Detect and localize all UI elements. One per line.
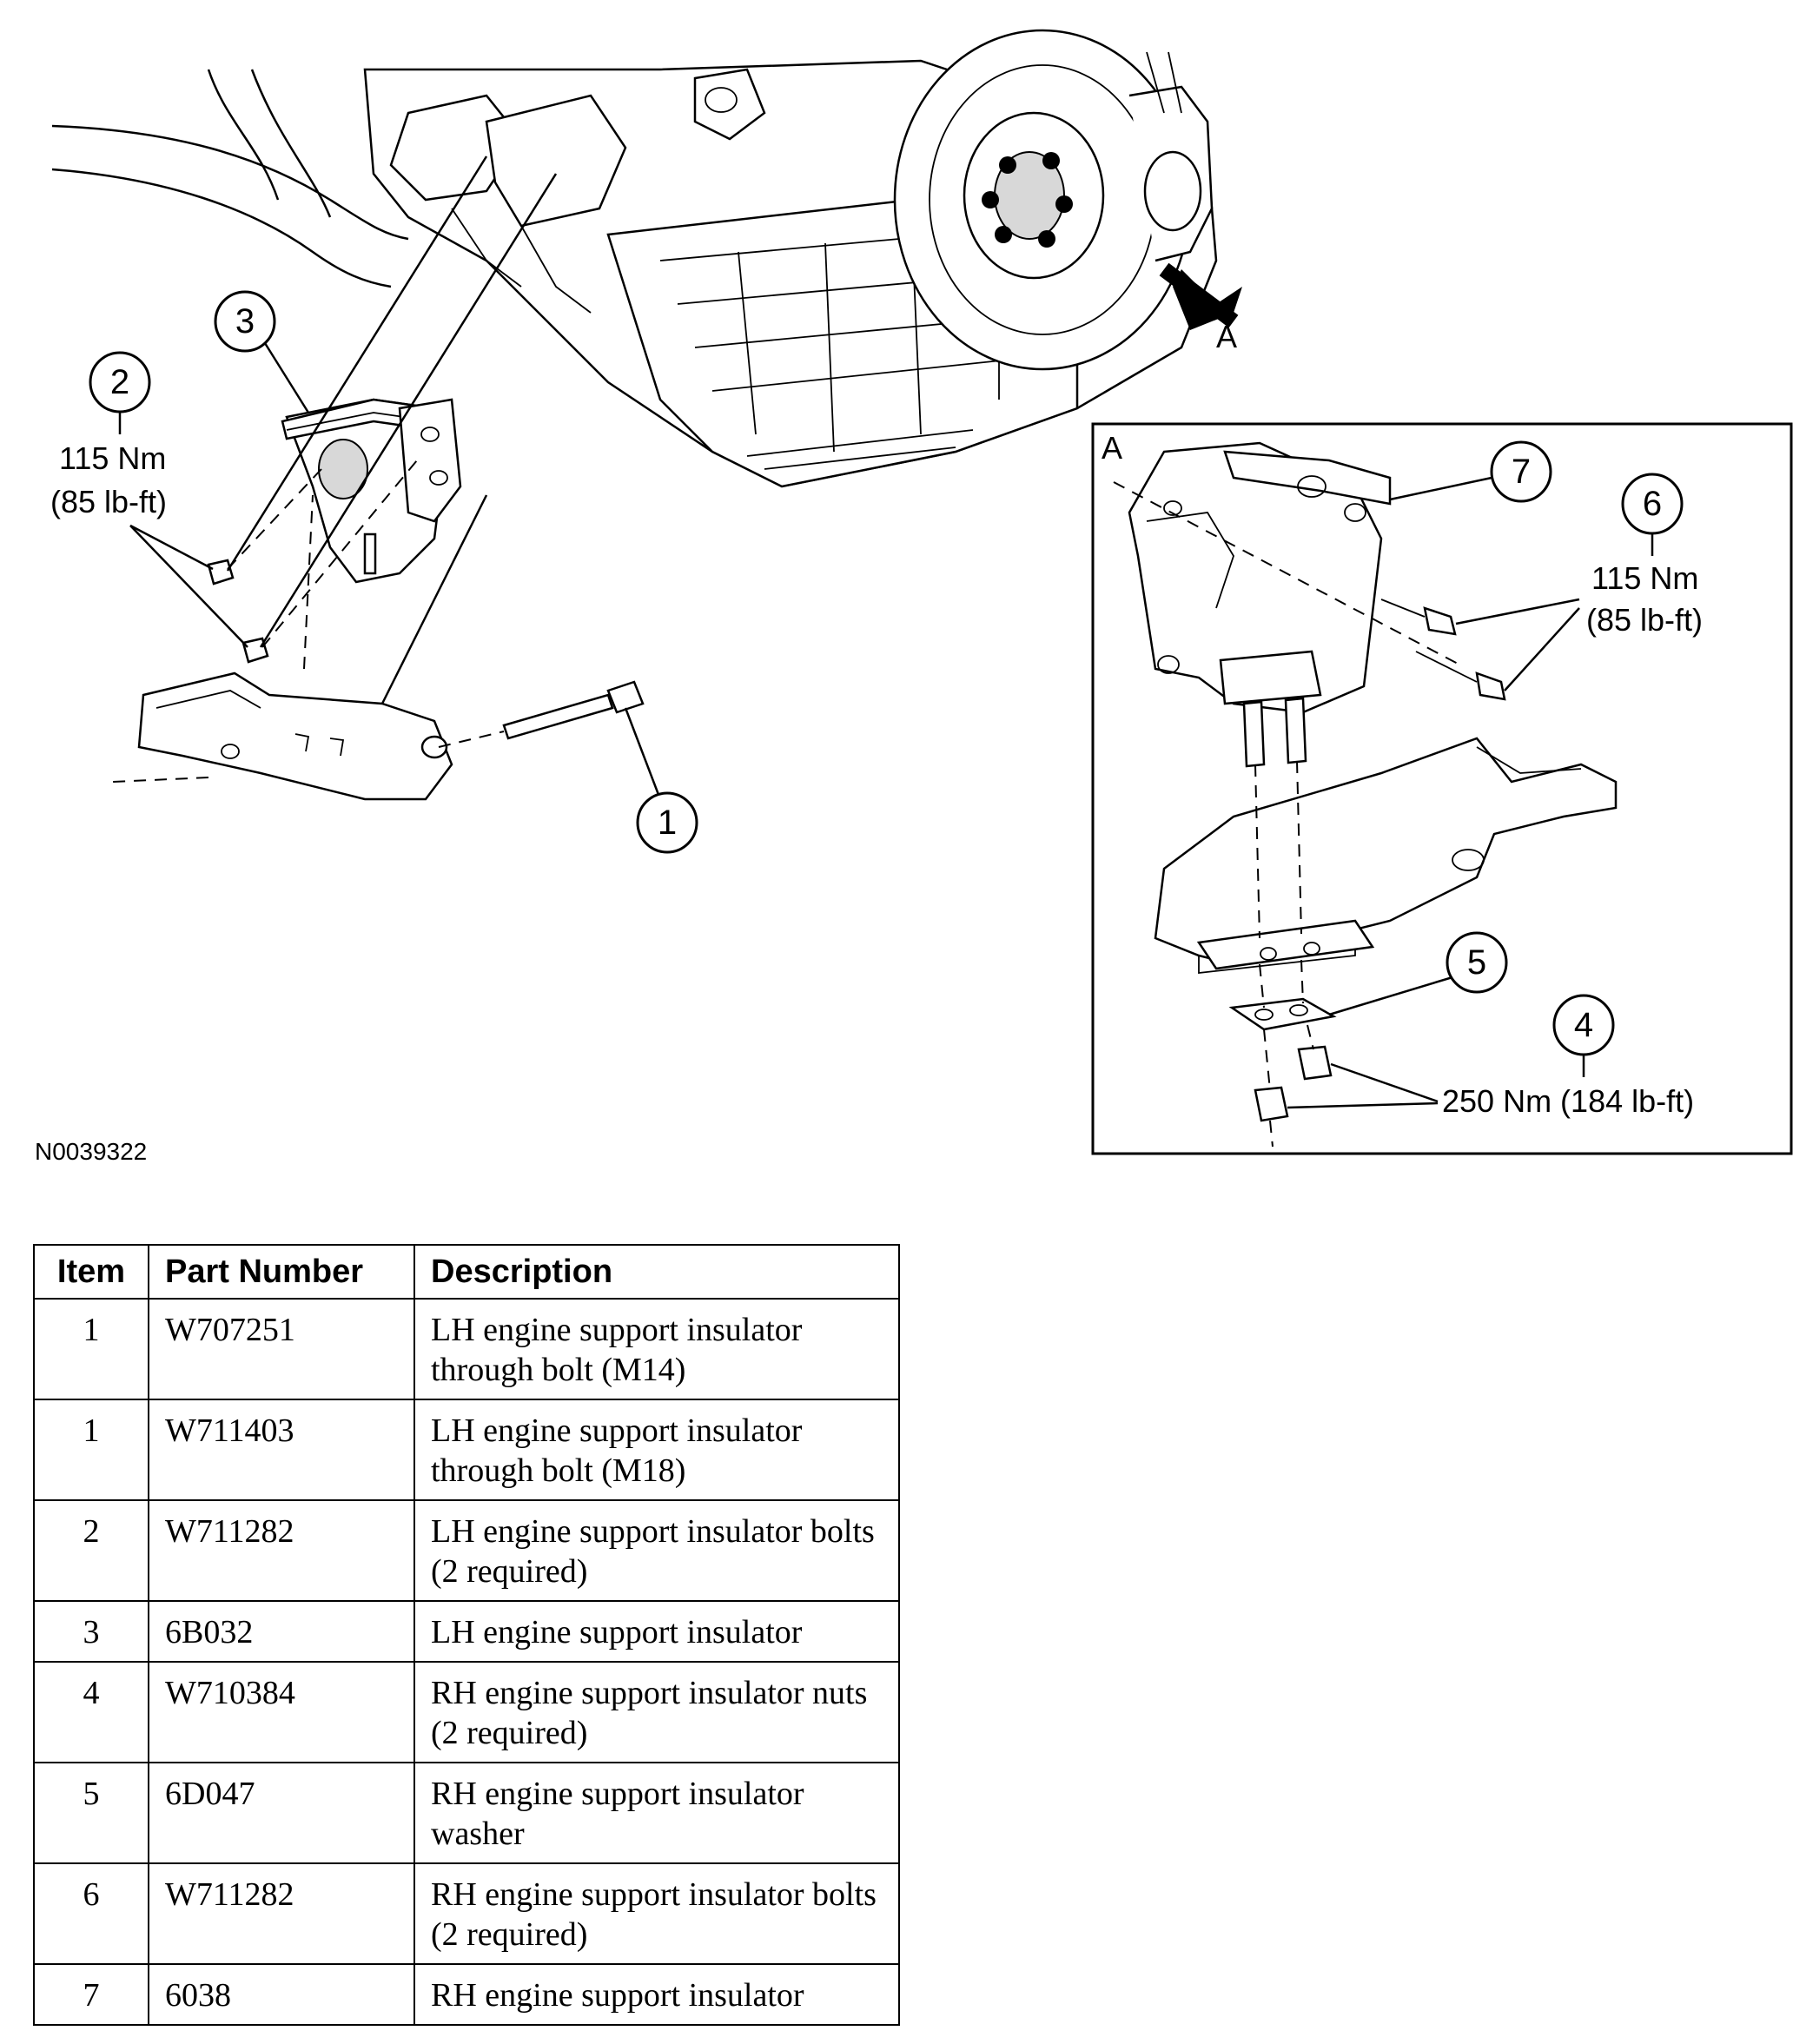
svg-text:3: 3 <box>235 302 255 341</box>
cell-item: 2 <box>33 1499 149 1602</box>
view-a-label: A <box>1216 319 1237 354</box>
cell-description: RH engine support insulator washer <box>414 1762 900 1864</box>
cell-description: LH engine support insulator through bolt… <box>414 1399 900 1501</box>
table-row: 1 W707251 LH engine support insulator th… <box>33 1298 900 1400</box>
torque-item-2-lbft: (85 lb-ft) <box>50 484 167 519</box>
table-row: 6 W711282 RH engine support insulator bo… <box>33 1862 900 1965</box>
cell-part-number: 6038 <box>148 1963 415 2026</box>
engine-assembly-drawing <box>51 29 1218 488</box>
table-row: 7 6038 RH engine support insulator <box>33 1963 900 2026</box>
detail-view-a: A <box>1091 422 1793 1155</box>
cell-item: 5 <box>33 1762 149 1864</box>
table-row: 1 W711403 LH engine support insulator th… <box>33 1399 900 1501</box>
table-header-row: Item Part Number Description <box>33 1244 900 1300</box>
cell-part-number: W711403 <box>148 1399 415 1501</box>
svg-text:7: 7 <box>1512 453 1531 491</box>
lh-insulator-bolts <box>207 155 558 664</box>
cell-item: 6 <box>33 1862 149 1965</box>
cell-description: LH engine support insulator bolts (2 req… <box>414 1499 900 1602</box>
cell-part-number: W710384 <box>148 1661 415 1763</box>
engine-mount-diagram: A 1 <box>50 29 1793 1155</box>
torque-item-6-lbft: (85 lb-ft) <box>1586 602 1703 638</box>
callout-2: 2 115 Nm (85 lb-ft) <box>50 351 248 648</box>
figure-id: N0039322 <box>35 1138 148 1165</box>
detail-view-a-label: A <box>1102 430 1122 466</box>
cell-part-number: W711282 <box>148 1499 415 1602</box>
lh-insulator-drawing <box>281 398 462 584</box>
lh-through-bolt <box>438 680 645 748</box>
callout-4: 4 250 Nm (184 lb-ft) <box>1287 994 1694 1119</box>
callout-6: 6 115 Nm (85 lb-ft) <box>1455 473 1703 691</box>
callout-3: 3 <box>214 290 310 413</box>
torque-item-4: 250 Nm (184 lb-ft) <box>1442 1083 1694 1119</box>
cell-item: 7 <box>33 1963 149 2026</box>
cell-description: LH engine support insulator <box>414 1600 900 1663</box>
torque-item-2-nm: 115 Nm <box>59 440 166 476</box>
parts-table: Item Part Number Description 1 W707251 L… <box>33 1244 900 2026</box>
cell-description: LH engine support insulator through bolt… <box>414 1298 900 1400</box>
svg-text:6: 6 <box>1643 485 1662 523</box>
column-header-item: Item <box>33 1244 149 1300</box>
torque-item-6-nm: 115 Nm <box>1591 560 1698 596</box>
cell-part-number: W707251 <box>148 1298 415 1400</box>
table-row: 3 6B032 LH engine support insulator <box>33 1600 900 1663</box>
svg-text:2: 2 <box>110 363 129 401</box>
cell-part-number: W711282 <box>148 1862 415 1965</box>
column-header-description: Description <box>414 1244 900 1300</box>
cell-item: 4 <box>33 1661 149 1763</box>
svg-text:5: 5 <box>1467 943 1486 982</box>
view-a-arrow: A <box>1159 262 1242 354</box>
cell-item: 1 <box>33 1399 149 1501</box>
cell-description: RH engine support insulator nuts (2 requ… <box>414 1661 900 1763</box>
table-row: 5 6D047 RH engine support insulator wash… <box>33 1762 900 1864</box>
cell-part-number: 6B032 <box>148 1600 415 1663</box>
cell-part-number: 6D047 <box>148 1762 415 1864</box>
callout-1: 1 <box>624 707 698 854</box>
cell-item: 1 <box>33 1298 149 1400</box>
table-row: 2 W711282 LH engine support insulator bo… <box>33 1499 900 1602</box>
callout-7: 7 <box>1389 440 1552 503</box>
lh-bracket-drawing <box>112 494 488 801</box>
table-row: 4 W710384 RH engine support insulator nu… <box>33 1661 900 1763</box>
cell-item: 3 <box>33 1600 149 1663</box>
cell-description: RH engine support insulator bolts (2 req… <box>414 1862 900 1965</box>
cell-description: RH engine support insulator <box>414 1963 900 2026</box>
callout-5: 5 <box>1328 931 1508 1016</box>
svg-text:4: 4 <box>1574 1006 1593 1044</box>
column-header-part-number: Part Number <box>148 1244 415 1300</box>
svg-text:1: 1 <box>658 804 677 842</box>
